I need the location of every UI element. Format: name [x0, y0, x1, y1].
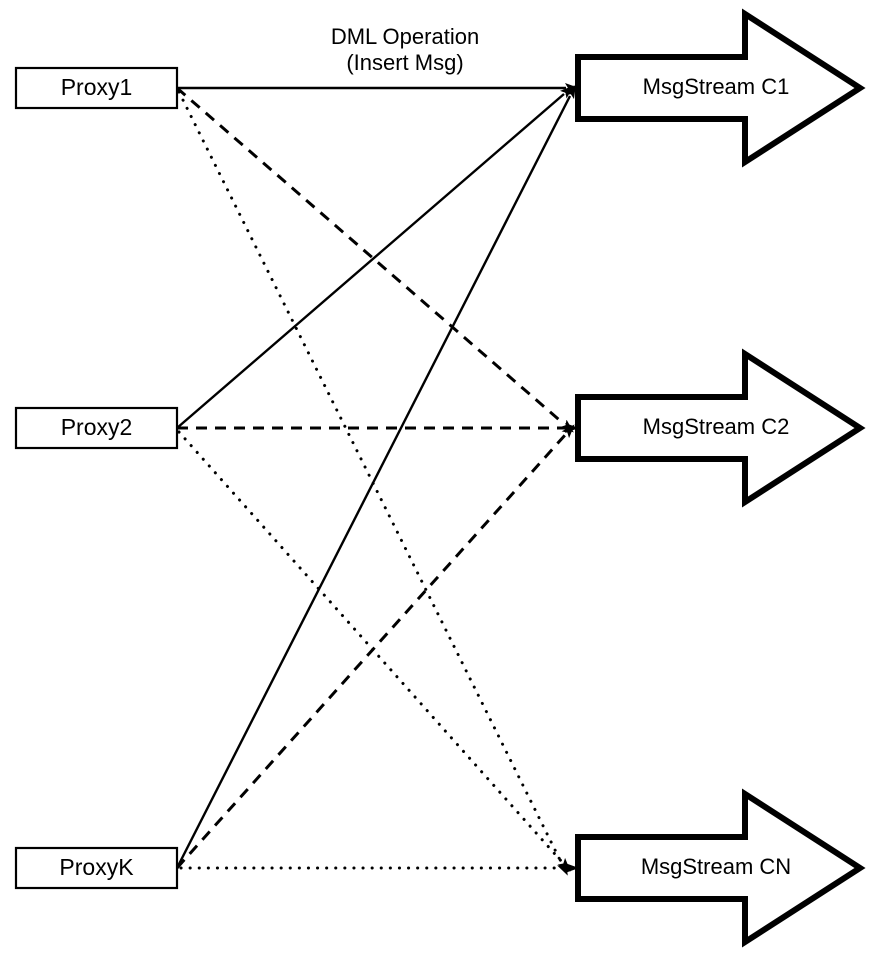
- proxy-label-proxy1: Proxy1: [61, 74, 133, 100]
- stream-label-c2: MsgStream C2: [643, 414, 790, 439]
- stream-node-cn[interactable]: MsgStream CN: [575, 788, 866, 948]
- stream-node-c2[interactable]: MsgStream C2: [575, 348, 866, 508]
- proxy-node-proxy2[interactable]: Proxy2: [14, 406, 179, 450]
- proxy-node-proxyk[interactable]: ProxyK: [14, 846, 179, 890]
- proxy-label-proxyk: ProxyK: [59, 854, 134, 880]
- stream-label-c1: MsgStream C1: [643, 74, 790, 99]
- proxy-node-proxy1[interactable]: Proxy1: [14, 66, 179, 110]
- stream-label-cn: MsgStream CN: [641, 854, 791, 879]
- edge-caption-line-1: DML Operation: [331, 24, 479, 49]
- proxy-box-shape-proxy2: [14, 406, 179, 450]
- proxy-layer: Proxy1 Proxy2 ProxyK: [14, 66, 179, 890]
- stream-node-c1[interactable]: MsgStream C1: [575, 8, 866, 168]
- edge-layer: [175, 83, 579, 876]
- stream-arrow-shape-c2: [575, 348, 866, 508]
- proxy-box-shape-proxyk: [14, 846, 179, 890]
- edge-proxy2-to-c1: [176, 85, 574, 429]
- edge-caption-group: DML Operation (Insert Msg): [331, 24, 479, 75]
- stream-arrow-shape-cn: [575, 788, 866, 948]
- edge-proxy2-to-cn: [177, 430, 571, 872]
- edge-proxyk-to-c1: [175, 84, 576, 869]
- proxy-box-shape-proxy1: [14, 66, 179, 110]
- proxy-label-proxy2: Proxy2: [61, 414, 133, 440]
- edge-proxyk-to-c2: [175, 424, 575, 870]
- edge-proxy1-to-cn: [177, 90, 568, 876]
- edge-proxy1-to-c2: [176, 86, 574, 433]
- edge-caption-line-2: (Insert Msg): [346, 50, 463, 75]
- stream-arrow-shape-c1: [575, 8, 866, 168]
- stream-layer: MsgStream C1 MsgStream C2 MsgStream CN: [575, 8, 866, 948]
